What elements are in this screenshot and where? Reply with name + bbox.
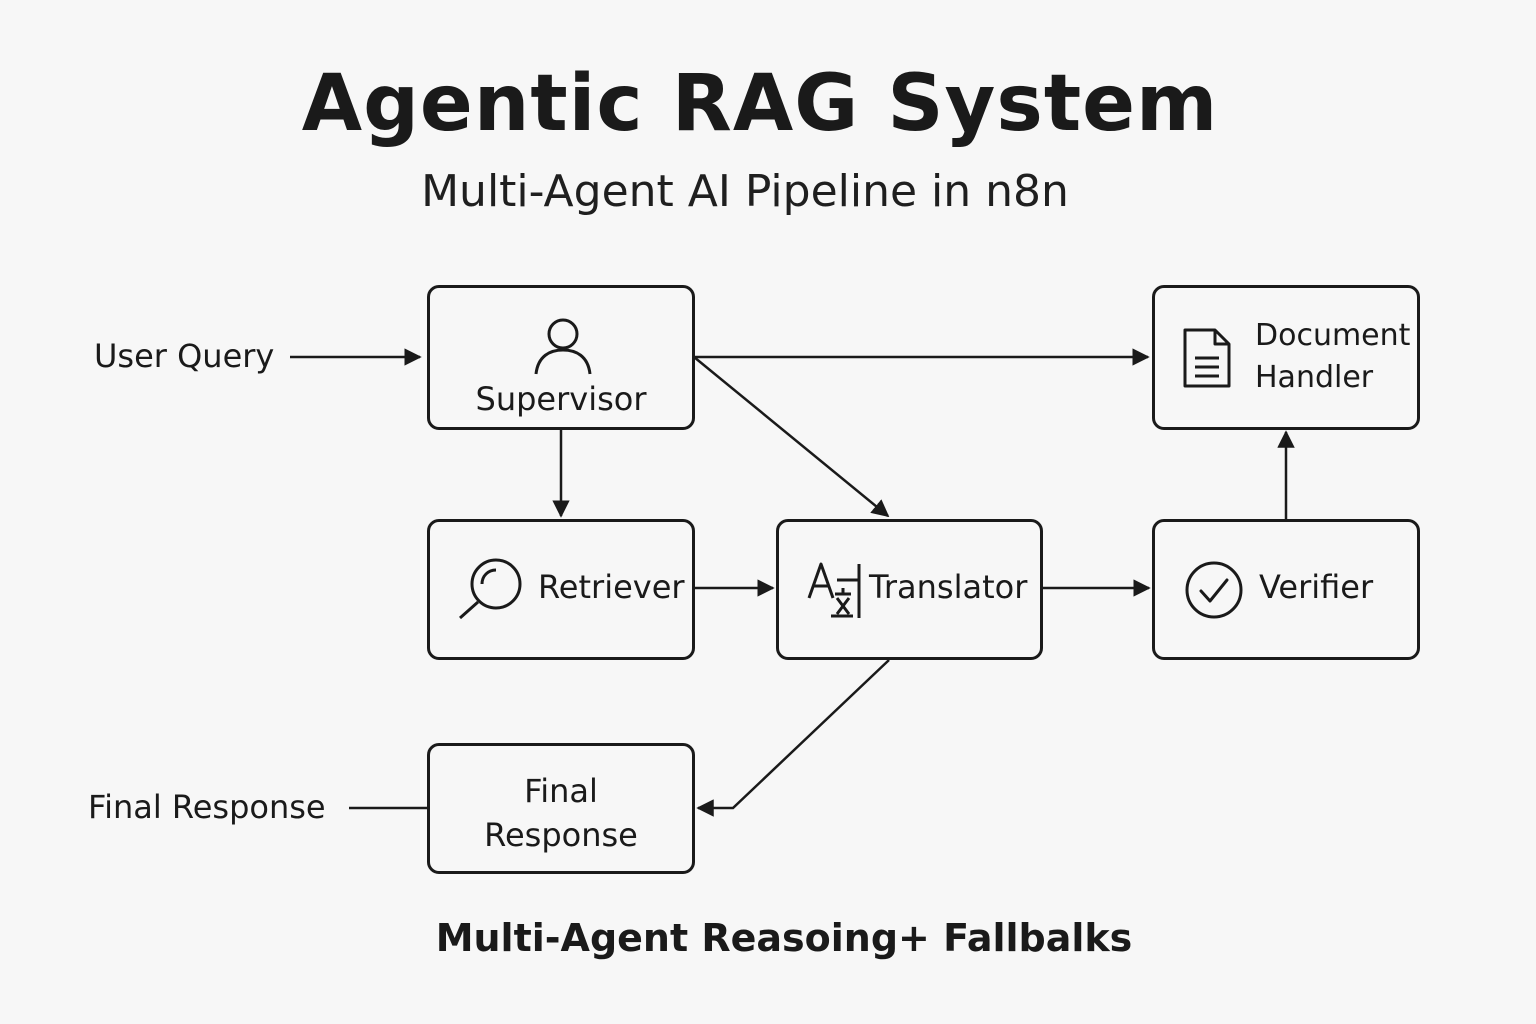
diagram-caption: Multi-Agent Reasoing+ Fallbalks: [435, 916, 1133, 960]
supervisor-label: Supervisor: [475, 380, 647, 418]
verifier-label: Verifier: [1259, 568, 1374, 606]
diagram-title: Agentic RAG System: [301, 59, 1219, 149]
document-handler-label-line1: Document: [1255, 318, 1411, 353]
final-response-label-line1: Final: [524, 772, 598, 810]
verifier-node[interactable]: Verifier: [1152, 519, 1420, 660]
edge-supervisor-translator: [693, 356, 890, 518]
retriever-node[interactable]: Retriever: [427, 519, 695, 660]
document-icon: [1183, 328, 1231, 388]
document-handler-node[interactable]: Document Handler: [1152, 285, 1420, 430]
diagram-subtitle: Multi-Agent AI Pipeline in n8n: [421, 166, 1069, 217]
translator-node[interactable]: Translator: [776, 519, 1043, 660]
check-circle-icon: [1185, 561, 1243, 619]
retriever-label: Retriever: [538, 568, 685, 606]
edge-translator-final-response: [696, 659, 890, 817]
user-icon: [534, 318, 592, 375]
final-response-label-line2: Response: [484, 816, 638, 854]
supervisor-node[interactable]: Supervisor: [427, 285, 695, 430]
translate-icon: [807, 562, 861, 618]
final-response-node[interactable]: Final Response: [427, 743, 695, 874]
search-icon: [459, 558, 522, 620]
user-query-label: User Query: [94, 337, 275, 375]
final-response-output-label: Final Response: [88, 788, 326, 826]
translator-label: Translator: [869, 568, 1028, 606]
document-handler-label-line2: Handler: [1255, 360, 1374, 395]
